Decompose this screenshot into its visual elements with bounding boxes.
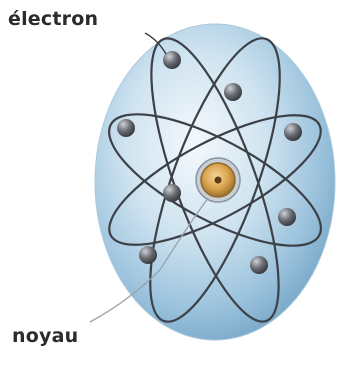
electron bbox=[163, 51, 181, 69]
electron bbox=[224, 83, 242, 101]
electron-leader-line bbox=[144, 32, 167, 55]
noyau-leader-line bbox=[89, 197, 209, 323]
nucleus bbox=[195, 157, 241, 203]
electron bbox=[163, 184, 181, 202]
orbit-4 bbox=[149, 37, 281, 323]
electron-label: électron bbox=[8, 8, 99, 30]
electron-group bbox=[117, 51, 302, 274]
electron bbox=[117, 119, 135, 137]
electron bbox=[139, 246, 157, 264]
orbit-1 bbox=[108, 114, 322, 246]
electron bbox=[284, 123, 302, 141]
electron bbox=[250, 256, 268, 274]
electron bbox=[278, 208, 296, 226]
noyau-label: noyau bbox=[12, 325, 79, 347]
